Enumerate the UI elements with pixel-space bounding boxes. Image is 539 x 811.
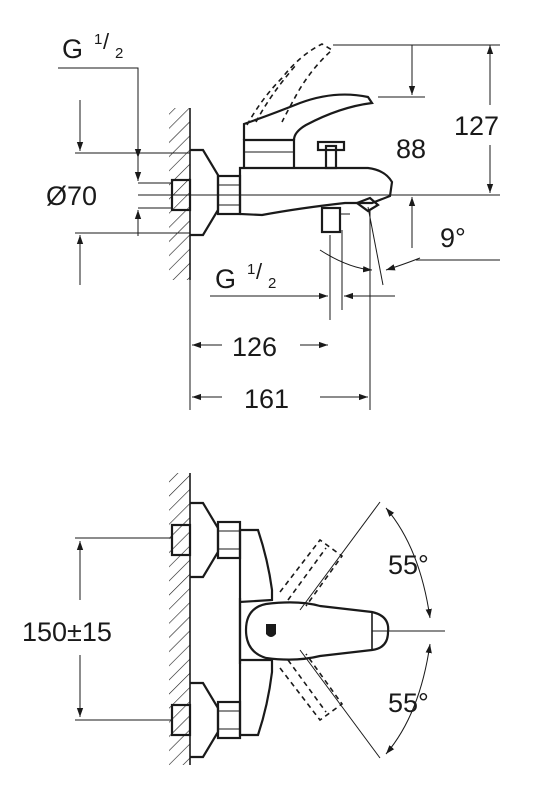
label-height-lever: 88 [396, 134, 426, 164]
leader-thread-top [58, 67, 142, 158]
diverter-pull [320, 206, 350, 234]
label-centers: 150±15 [22, 617, 112, 647]
label-angle-down: 55° [388, 688, 429, 718]
svg-text:G: G [215, 264, 236, 294]
label-angle: 9° [440, 223, 466, 253]
svg-text:1: 1 [247, 261, 255, 278]
svg-text:2: 2 [115, 45, 123, 62]
svg-text:1: 1 [94, 31, 102, 48]
lever-open-dashed [246, 43, 334, 126]
lever-mark [266, 624, 276, 637]
label-length-long: 161 [244, 384, 289, 414]
label-height-total: 127 [454, 111, 499, 141]
angle-arc-left [319, 249, 373, 273]
side-view: Ø70 G 1 / 2 127 88 9° G 1 / [46, 29, 500, 414]
svg-text:2: 2 [268, 275, 276, 292]
angle-arc-right [385, 257, 421, 271]
lever-closed [242, 93, 374, 141]
svg-text:G: G [62, 34, 83, 64]
diverter-knob [316, 140, 346, 170]
arc-up [385, 507, 432, 619]
label-length-short: 126 [232, 332, 277, 362]
front-view: 55° 55° 150±15 [22, 473, 445, 765]
lever-front [244, 601, 390, 661]
lever-swing-down-dashed [279, 653, 344, 722]
guide-down [299, 649, 381, 759]
label-angle-up: 55° [388, 550, 429, 580]
cartridge-housing [242, 138, 296, 168]
mixer-body [238, 166, 394, 217]
arc-down [385, 643, 432, 755]
label-thread-bottom: G 1 / 2 [215, 259, 276, 294]
spout-outlet [354, 196, 380, 213]
label-thread-top: G 1 / 2 [62, 29, 123, 64]
lever-swing-up-dashed [279, 538, 344, 607]
wall-rosette [190, 148, 220, 237]
svg-text:/: / [103, 29, 110, 54]
svg-text:/: / [256, 259, 263, 284]
guide-up [299, 501, 381, 611]
label-diameter: Ø70 [46, 181, 97, 211]
